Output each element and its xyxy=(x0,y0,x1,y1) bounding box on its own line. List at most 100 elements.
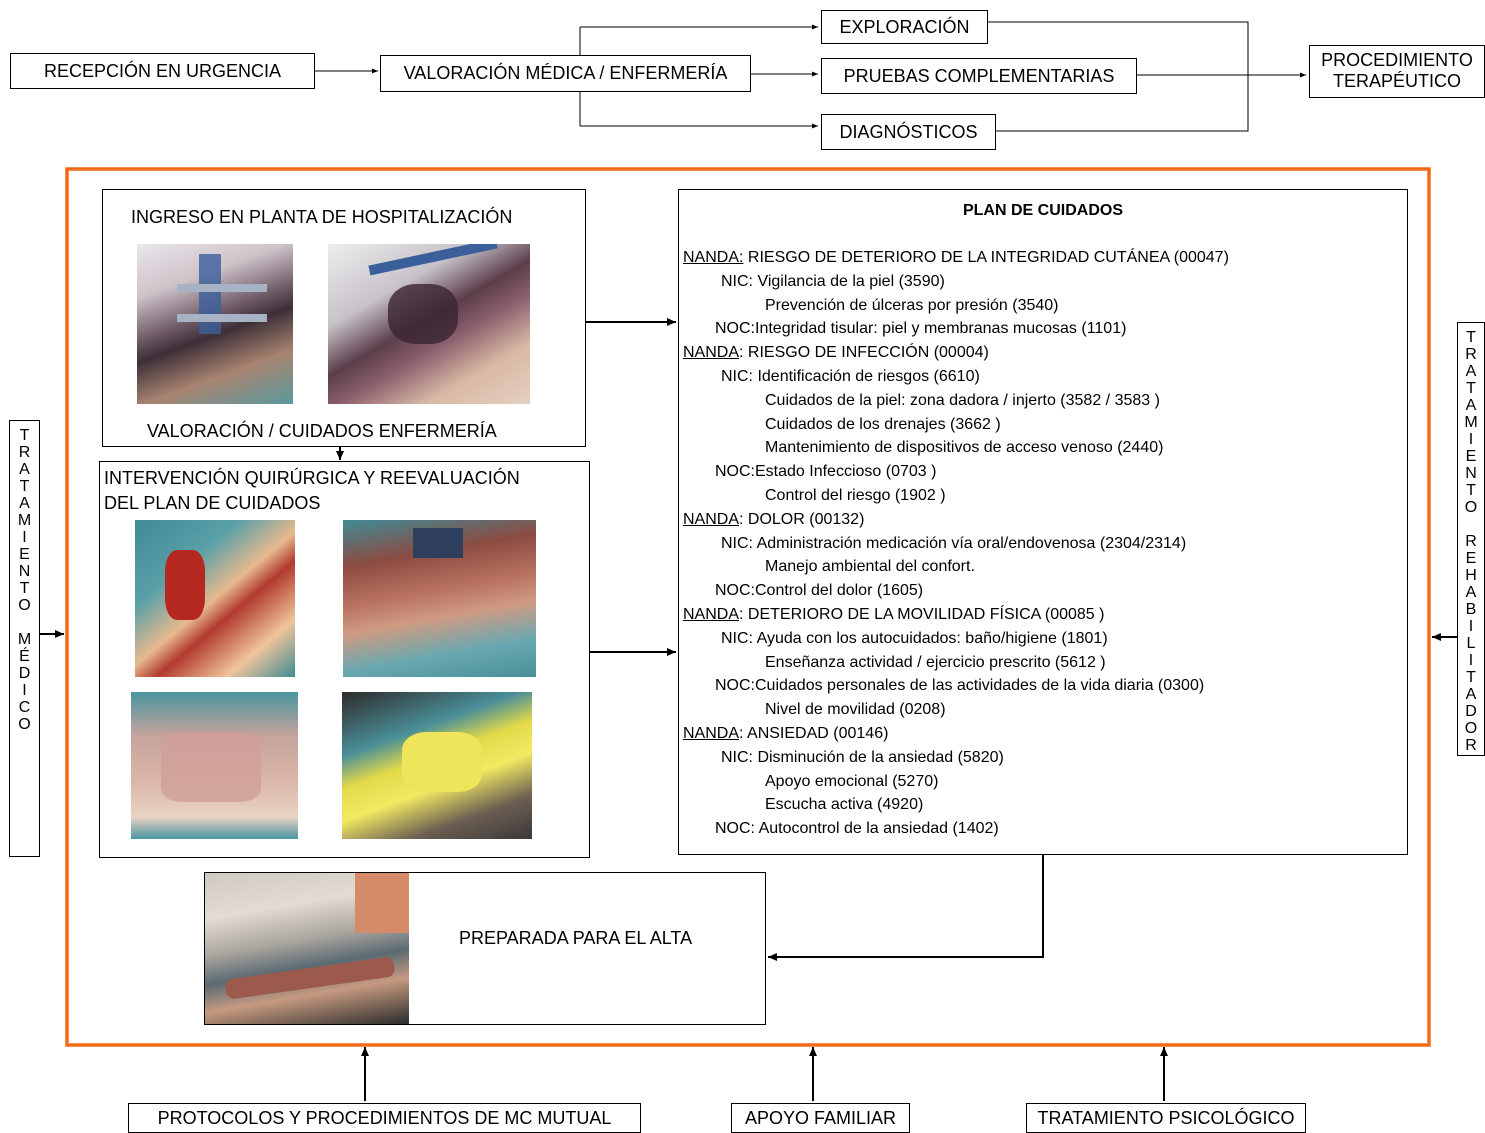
nic-intervention: NIC: Vigilancia de la piel (3590) xyxy=(721,272,945,290)
nanda-diagnosis: NANDA: RIESGO DE DETERIORO DE LA INTEGRI… xyxy=(683,246,1229,270)
protocolos-label: PROTOCOLOS Y PROCEDIMIENTOS DE MC MUTUAL xyxy=(157,1107,612,1128)
tratamiento-medico-letter: O xyxy=(18,597,31,614)
tratamiento-rehabilitador-letter: O xyxy=(1464,499,1478,516)
recepcion-box: RECEPCIÓN EN URGENCIA xyxy=(10,53,315,89)
diagnosticos-box: DIAGNÓSTICOS xyxy=(821,114,996,150)
nanda-label: NANDA xyxy=(683,344,740,362)
photo-surgery-2 xyxy=(343,520,536,677)
ingreso-title: INGRESO EN PLANTA DE HOSPITALIZACIÓN xyxy=(131,207,513,227)
intervencion-title-2: DEL PLAN DE CUIDADOS xyxy=(104,493,321,513)
nanda-diagnosis: NANDA: RIESGO DE INFECCIÓN (00004) xyxy=(683,341,1229,365)
tratamiento-rehabilitador-letter: I xyxy=(1468,652,1474,669)
intervencion-box: INTERVENCIÓN QUIRÚRGICA Y REEVALUACIÓN D… xyxy=(99,461,590,858)
diagnosticos-label: DIAGNÓSTICOS xyxy=(839,121,978,142)
tratamiento-medico-letter: R xyxy=(18,444,31,461)
tratamiento-rehabilitador-letter: N xyxy=(1465,465,1477,482)
nanda-label: NANDA xyxy=(683,510,740,528)
tratamiento-rehabilitador-letter: T xyxy=(1466,669,1476,686)
tratamiento-medico-letter: C xyxy=(18,699,31,716)
plan-item: Cuidados de los drenajes (3662 ) xyxy=(765,415,1001,433)
pruebas-label: PRUEBAS COMPLEMENTARIAS xyxy=(843,65,1115,86)
tratamiento-rehabilitador-letter: I xyxy=(1468,431,1474,448)
tratamiento-medico-letter: A xyxy=(19,495,30,512)
photo-leg-fixator-2 xyxy=(328,244,530,404)
photo-surgery-1 xyxy=(135,520,295,677)
plan-item: Mantenimiento de dispositivos de acceso … xyxy=(765,439,1164,457)
nanda-label: NANDA xyxy=(683,605,740,623)
tratamiento-medico-letter: É xyxy=(19,648,30,665)
tratamiento-medico-letter: N xyxy=(18,563,31,580)
noc-outcome: NOC: Autocontrol de la ansiedad (1402) xyxy=(715,820,999,838)
tratamiento-medico-letter: I xyxy=(22,529,27,546)
exploracion-label: EXPLORACIÓN xyxy=(839,16,970,37)
plan-cuidados-box: PLAN DE CUIDADOS NANDA: RIESGO DE DETERI… xyxy=(678,189,1408,855)
valoracion-label: VALORACIÓN MÉDICA / ENFERMERÍA xyxy=(403,63,728,83)
tratamiento-medico-letter: I xyxy=(22,682,27,699)
tratamiento-rehabilitador-letter: R xyxy=(1465,533,1477,550)
plan-item: Enseñanza actividad / ejercicio prescrit… xyxy=(765,653,1106,671)
nanda-text: RIESGO DE DETERIORO DE LA INTEGRIDAD CUT… xyxy=(743,249,1229,266)
tratamiento-rehabilitador-letter: L xyxy=(1466,635,1476,652)
nanda-text: : DETERIORO DE LA MOVILIDAD FÍSICA (0008… xyxy=(739,605,1105,623)
plan-item: Manejo ambiental del confort. xyxy=(765,558,975,576)
recepcion-label: RECEPCIÓN EN URGENCIA xyxy=(43,60,282,81)
tratamiento-rehabilitador-letter: T xyxy=(1466,380,1476,397)
plan-item: Cuidados de la piel: zona dadora / injer… xyxy=(765,391,1160,409)
tratamiento-rehabilitador-letter: B xyxy=(1465,601,1477,618)
nanda-text: : ANSIEDAD (00146) xyxy=(739,724,889,742)
nanda-text: : RIESGO DE INFECCIÓN (00004) xyxy=(739,344,989,362)
tratamiento-medico-letter: O xyxy=(18,716,31,733)
tratamiento-rehabilitador-letter: A xyxy=(1465,686,1477,703)
tratamiento-rehabilitador-letter: A xyxy=(1465,363,1477,380)
tratamiento-rehabilitador-letter: E xyxy=(1465,550,1477,567)
tratamiento-medico-letter: E xyxy=(19,546,30,563)
nanda-diagnosis: NANDA: DOLOR (00132) xyxy=(683,508,1229,532)
nic-intervention: NIC: Identificación de riesgos (6610) xyxy=(721,367,980,385)
pruebas-box: PRUEBAS COMPLEMENTARIAS xyxy=(821,58,1137,94)
tratamiento-medico-letter: D xyxy=(18,665,31,682)
noc-outcome: NOC:Estado Infeccioso (0703 ) xyxy=(715,463,937,481)
alta-label: PREPARADA PARA EL ALTA xyxy=(459,928,693,948)
tratamiento-rehabilitador-letter: T xyxy=(1466,329,1476,346)
photo-surgery-3 xyxy=(131,692,298,839)
noc-outcome: NOC:Control del dolor (1605) xyxy=(715,582,924,600)
tratamiento-rehabilitador-letter: D xyxy=(1465,703,1477,720)
tratamiento-medico-letter: A xyxy=(19,461,30,478)
tratamiento-psicologico-box: TRATAMIENTO PSICOLÓGICO xyxy=(1026,1103,1306,1133)
photo-surgery-4 xyxy=(342,692,532,839)
ingreso-caption: VALORACIÓN / CUIDADOS ENFERMERÍA xyxy=(147,421,497,441)
protocolos-box: PROTOCOLOS Y PROCEDIMIENTOS DE MC MUTUAL xyxy=(128,1103,641,1133)
noc-outcome: NOC:Cuidados personales de las actividad… xyxy=(715,677,1205,695)
nic-intervention: NIC: Administración medicación vía oral/… xyxy=(721,534,1187,552)
tratamiento-rehabilitador-letter: A xyxy=(1465,584,1477,601)
plan-item: Nivel de movilidad (0208) xyxy=(765,701,946,719)
nanda-label: NANDA xyxy=(683,724,740,742)
plan-item: Control del riesgo (1902 ) xyxy=(765,486,946,504)
plan-title: PLAN DE CUIDADOS xyxy=(962,202,1123,219)
plan-item: Apoyo emocional (5270) xyxy=(765,772,939,790)
tratamiento-medico-letter: T xyxy=(19,427,30,444)
tratamiento-medico-letter xyxy=(22,614,26,631)
tratamiento-rehabilitador-letter xyxy=(1469,516,1473,533)
nanda-text: : DOLOR (00132) xyxy=(739,510,865,528)
tratamiento-medico-letter: T xyxy=(19,478,30,495)
nic-intervention: NIC: Ayuda con los autocuidados: baño/hi… xyxy=(721,629,1108,647)
apoyo-familiar-label: APOYO FAMILIAR xyxy=(744,1107,897,1128)
tratamiento-medico-letter: T xyxy=(19,580,30,597)
plan-list: NANDA: RIESGO DE DETERIORO DE LA INTEGRI… xyxy=(683,246,1229,841)
plan-item: Escucha activa (4920) xyxy=(765,796,924,814)
tratamiento-psicologico-label: TRATAMIENTO PSICOLÓGICO xyxy=(1037,1107,1295,1128)
tratamiento-rehabilitador-letter: I xyxy=(1468,618,1474,635)
procedimiento-line-2: TERAPÉUTICO xyxy=(1332,71,1461,91)
tratamiento-rehabilitador-letter: T xyxy=(1466,482,1476,499)
noc-outcome: NOC:Integridad tisular: piel y membranas… xyxy=(715,320,1127,338)
tratamiento-rehabilitador-letter: A xyxy=(1465,397,1477,414)
apoyo-familiar-box: APOYO FAMILIAR xyxy=(731,1103,910,1133)
ingreso-box: INGRESO EN PLANTA DE HOSPITALIZACIÓN VAL… xyxy=(102,189,586,447)
exploracion-box: EXPLORACIÓN xyxy=(821,10,988,44)
procedimiento-line-1: PROCEDIMIENTO xyxy=(1321,50,1473,70)
photo-leg-fixator-1 xyxy=(137,244,293,404)
